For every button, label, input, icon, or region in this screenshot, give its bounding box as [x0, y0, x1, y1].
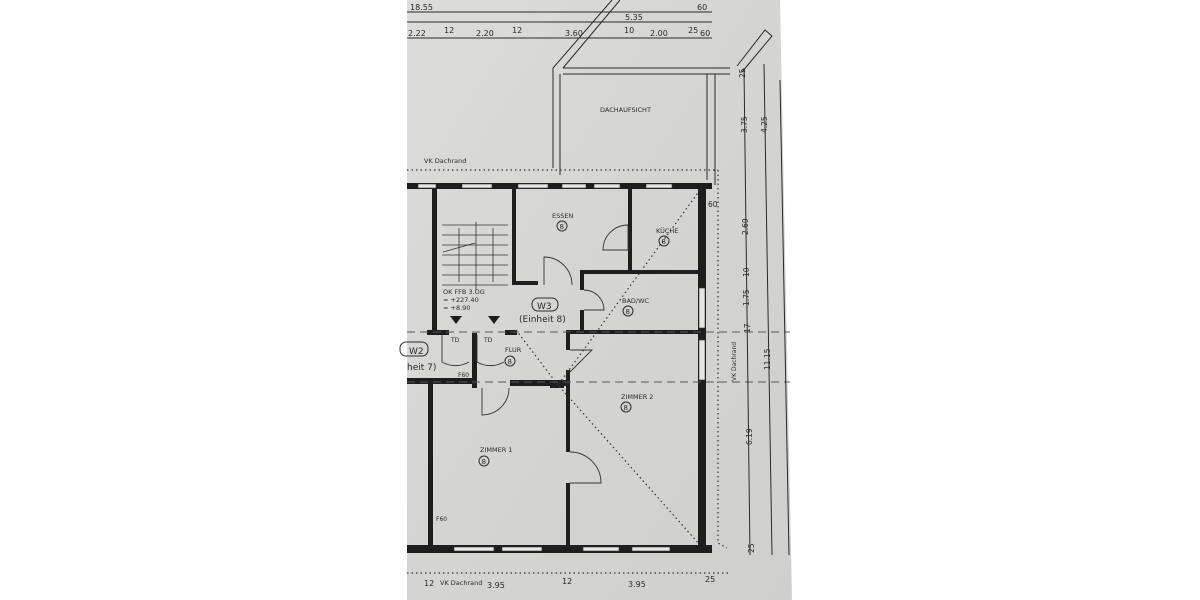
unit-w2-label: W2 [409, 347, 424, 357]
svg-text:1.75: 1.75 [742, 289, 751, 306]
room-diagonal [557, 189, 701, 546]
svg-text:11.15: 11.15 [763, 348, 772, 370]
fire-rating-label: F60 [458, 372, 469, 379]
windows [417, 183, 706, 552]
room-name: ESSEN [552, 212, 573, 220]
room-bad-wc: BAD/WC 8 [622, 297, 650, 317]
door-label: TD [450, 337, 460, 344]
svg-text:25: 25 [738, 68, 747, 78]
paper-sheet [407, 0, 792, 600]
dim-row: 2.00 [650, 29, 668, 38]
svg-text:3.75: 3.75 [740, 116, 749, 133]
unit-w2-badge [399, 341, 429, 357]
right-dimension-lines [743, 63, 790, 556]
unit-w3-label: W3 [537, 302, 552, 312]
room-number: 8 [482, 458, 486, 466]
room-number: 8 [662, 238, 666, 246]
dim-overall: 18.55 [410, 3, 433, 12]
dim-row: 10 [624, 26, 634, 35]
door-label: TD [483, 337, 493, 344]
dim-row: 2.22 [408, 29, 426, 38]
unit-w3-sub: (Einheit 8) [519, 315, 566, 325]
door-swings [441, 224, 629, 484]
stair-level: OK FFB 3.OG [443, 288, 485, 296]
room-name: ZIMMER 2 [621, 393, 653, 401]
arrow-down-icon [488, 316, 500, 324]
room-number: 8 [626, 308, 630, 316]
svg-text:25: 25 [747, 543, 756, 553]
svg-text:4.25: 4.25 [760, 116, 769, 133]
eave-right-label: VK Dachrand [731, 342, 738, 381]
dim-row: 25 [688, 26, 698, 35]
room-name: FLUR [505, 346, 522, 354]
fire-rating-label: F60 [436, 516, 447, 523]
dim-row: 12 [512, 26, 522, 35]
stair-level: = +8.90 [443, 304, 470, 312]
stair-level: = +227.40 [443, 296, 479, 304]
roof-outline [552, 0, 773, 185]
room-flur: FLUR 8 [504, 346, 522, 367]
dim-row: 3.60 [565, 29, 583, 38]
room-number: 8 [560, 223, 564, 231]
room-number: 8 [624, 404, 628, 412]
svg-text:12: 12 [562, 577, 572, 586]
room-essen: ESSEN 8 [552, 212, 573, 232]
svg-text:60: 60 [708, 200, 718, 209]
svg-text:12: 12 [424, 579, 434, 588]
room-name: ZIMMER 1 [480, 446, 512, 454]
staircase [442, 222, 508, 290]
room-name: KÜCHE [656, 226, 678, 235]
svg-text:2.69: 2.69 [741, 218, 750, 235]
room-zimmer-2: ZIMMER 2 8 [620, 393, 653, 413]
svg-text:17: 17 [743, 323, 752, 333]
bottom-dimension-labels: 12 3.95 12 3.95 25 [424, 575, 715, 590]
top-dimension-lines [407, 11, 712, 39]
dim-segment: 5.35 [625, 13, 643, 22]
room-number: 8 [508, 358, 512, 366]
room-zimmer-1: ZIMMER 1 8 [478, 446, 512, 467]
svg-text:25: 25 [705, 575, 715, 584]
svg-text:10: 10 [742, 267, 751, 277]
svg-text:6.19: 6.19 [745, 428, 754, 445]
dim-row: 60 [700, 29, 710, 38]
roof-view-label: DACHAUFSICHT [600, 106, 651, 114]
dim-row: 12 [444, 26, 454, 35]
unit-w3-badge [531, 297, 559, 312]
eave-bottom-label: VK Dachrand [440, 579, 482, 587]
room-kueche: KÜCHE 8 [656, 226, 678, 247]
svg-text:3.95: 3.95 [628, 580, 646, 589]
eave-top-label: VK Dachrand [424, 157, 466, 165]
unit-w2-sub: heit 7) [407, 363, 436, 373]
dim-upper-right: 60 [697, 3, 707, 12]
right-dimension-labels: 3.75 4.25 25 60 2.69 10 1.75 17 11.15 6.… [708, 68, 772, 553]
room-name: BAD/WC [622, 297, 650, 305]
dim-row: 2.20 [476, 29, 494, 38]
arrow-down-icon [450, 316, 462, 324]
svg-text:3.95: 3.95 [487, 581, 505, 590]
